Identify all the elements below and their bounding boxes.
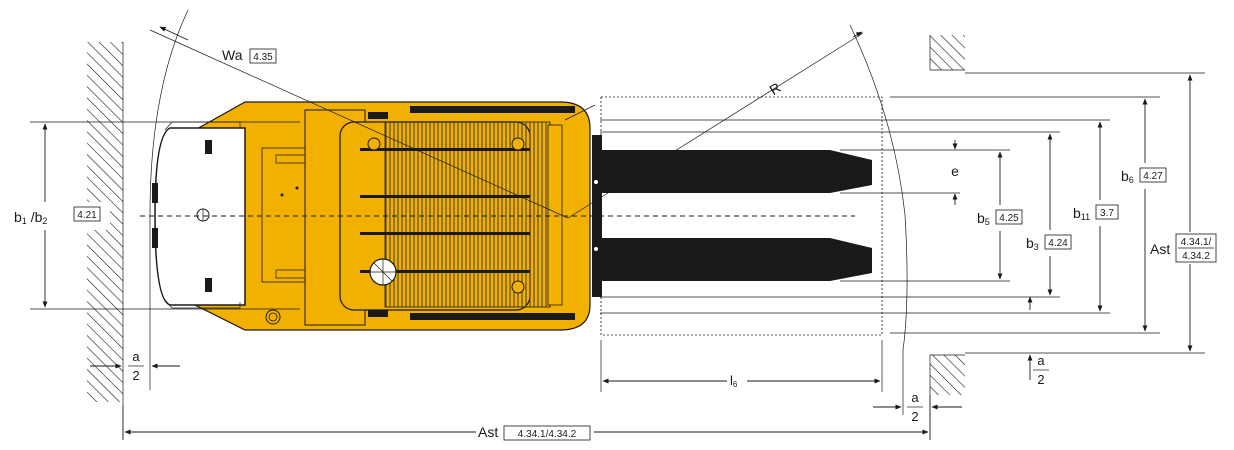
cap-icon — [265, 309, 281, 325]
ast-right-symbol: Ast — [1150, 241, 1170, 257]
b1b2-sep: / — [27, 209, 35, 225]
a-half-left-num: a — [132, 349, 140, 364]
b5-symbol: b — [977, 210, 985, 226]
aisle-wall-bottom-right — [929, 354, 965, 440]
label-b3: b3 4.24 — [1025, 230, 1085, 256]
label-a-half-right: a 2 — [1033, 353, 1049, 387]
extension-lines — [30, 72, 1205, 440]
label-b1-b2: b1 /b2 4.21 — [12, 202, 110, 230]
forks — [594, 150, 872, 281]
a-half-right-num: a — [1037, 353, 1045, 368]
b2-symbol: b — [35, 209, 43, 225]
label-a-half-bottom: a 2 — [907, 390, 923, 424]
b5-ref: 4.25 — [999, 213, 1019, 224]
b3-sub: 3 — [1034, 242, 1039, 252]
fork-carriage — [592, 135, 602, 297]
svg-text:b3: b3 — [1026, 235, 1039, 252]
label-wa: Wa 4.35 — [222, 47, 277, 64]
svg-text:b5: b5 — [977, 210, 990, 227]
b11-ref: 3.7 — [1100, 208, 1114, 219]
wa-line — [149, 29, 569, 219]
svg-text:b11: b11 — [1073, 205, 1090, 222]
b1-sub: 1 — [22, 216, 27, 226]
svg-text:b1 /b2: b1 /b2 — [14, 209, 47, 226]
label-b6: b6 4.27 — [1120, 163, 1172, 189]
label-ast-right: Ast 4.34.1/ 4.34.2 — [1148, 232, 1230, 264]
a-half-bottom-num: a — [911, 390, 919, 405]
ast-right-ref-line2: 4.34.2 — [1182, 251, 1210, 262]
b3-ref: 4.24 — [1048, 238, 1068, 249]
label-l6: l6 — [727, 372, 747, 390]
load-outline — [600, 96, 883, 336]
label-b11: b11 3.7 — [1072, 200, 1124, 226]
fork-upper — [597, 150, 872, 193]
b6-sub: 6 — [1129, 175, 1134, 185]
svg-text:l6: l6 — [730, 373, 738, 389]
b2-sub: 2 — [42, 216, 47, 226]
svg-text:b6: b6 — [1121, 168, 1134, 185]
label-b5: b5 4.25 — [975, 205, 1035, 231]
b11-symbol: b — [1073, 205, 1081, 221]
a-half-bottom-den: 2 — [911, 409, 918, 424]
b6-ref: 4.27 — [1143, 171, 1163, 182]
b5-sub: 5 — [985, 217, 990, 227]
e-label: e — [951, 163, 959, 179]
l6-sub: 6 — [733, 380, 738, 389]
b6-symbol: b — [1121, 168, 1129, 184]
operator-compartment — [154, 127, 246, 306]
radius-line — [567, 32, 864, 219]
b1b2-ref: 4.21 — [77, 210, 97, 221]
ast-bottom-symbol: Ast — [478, 424, 498, 440]
aisle-wall-top-right — [929, 35, 965, 71]
ast-right-ref-line1: 4.34.1/ — [1181, 237, 1212, 248]
a-half-left-den: 2 — [132, 368, 139, 383]
wa-symbol: Wa — [222, 47, 243, 63]
ast-bottom-ref: 4.34.1/4.34.2 — [518, 429, 577, 440]
fork-lower — [597, 238, 872, 281]
b3-symbol: b — [1026, 235, 1034, 251]
turning-arcs — [149, 9, 908, 390]
a-half-right-den: 2 — [1037, 372, 1044, 387]
l6-symbol: l — [730, 373, 733, 388]
wa-ref: 4.35 — [253, 52, 273, 63]
r-label: R — [766, 79, 783, 98]
b11-sub: 11 — [1081, 212, 1090, 222]
left-wall — [87, 42, 124, 440]
b1-symbol: b — [14, 209, 22, 225]
label-a-half-left: a 2 — [128, 349, 144, 383]
label-ast-bottom: Ast 4.34.1/4.34.2 — [476, 424, 594, 442]
